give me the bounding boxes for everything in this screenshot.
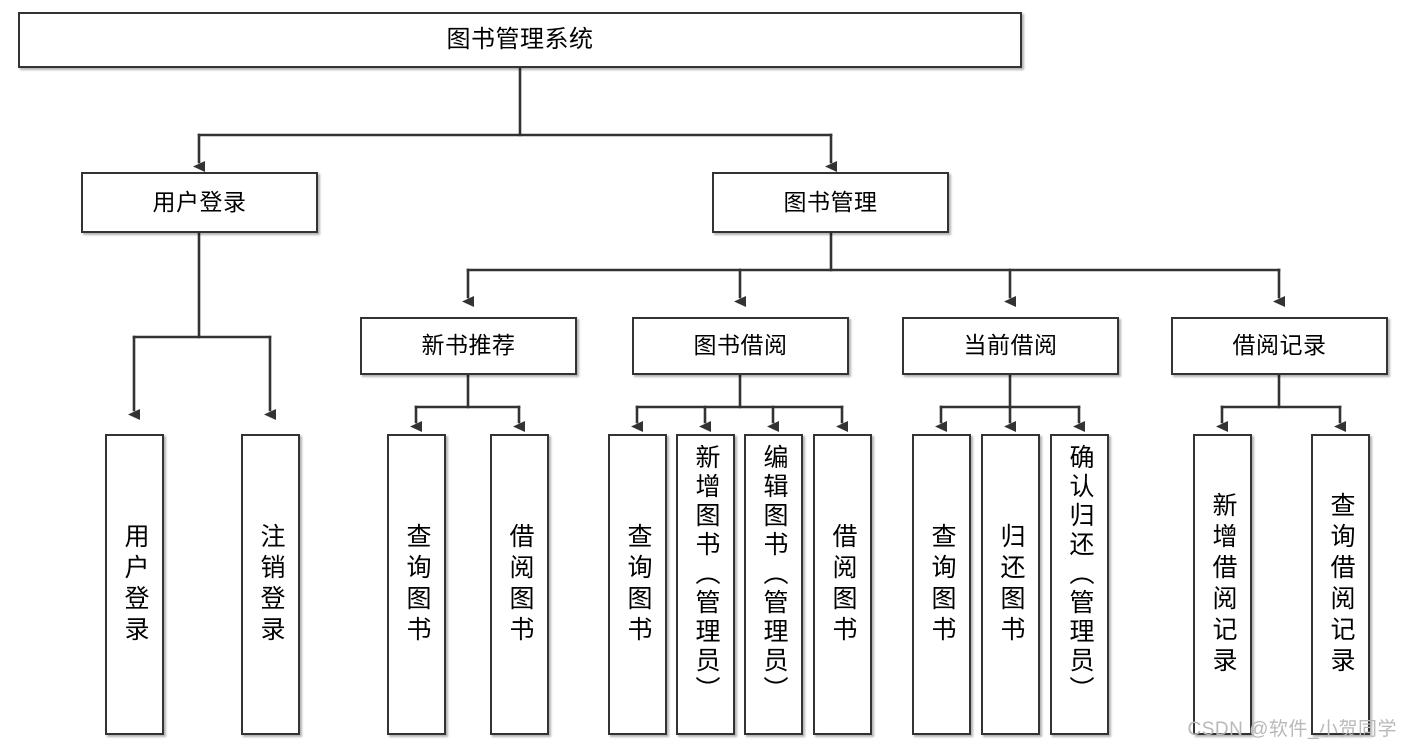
node-book-borrow-label: 图书借阅 bbox=[693, 332, 788, 359]
leaf-borrow-book-2[interactable]: 借阅图书 bbox=[813, 434, 872, 735]
leaf-borrow-book-1[interactable]: 借阅图书 bbox=[490, 434, 549, 735]
node-book-borrow[interactable]: 图书借阅 bbox=[632, 317, 849, 375]
node-borrow-record[interactable]: 借阅记录 bbox=[1171, 317, 1388, 375]
node-book-manage[interactable]: 图书管理 bbox=[712, 172, 949, 233]
leaf-add-book[interactable]: 新增图书（管理员） bbox=[676, 434, 735, 735]
leaf-query-book-2[interactable]: 查询图书 bbox=[608, 434, 667, 735]
leaf-add-book-label: 新增图书（管理员） bbox=[692, 444, 720, 705]
leaf-add-record-label: 新增借阅记录 bbox=[1209, 491, 1237, 678]
leaf-edit-book-label: 编辑图书（管理员） bbox=[760, 444, 788, 705]
node-user-login-label: 用户登录 bbox=[152, 188, 247, 215]
leaf-query-book-3-label: 查询图书 bbox=[928, 522, 956, 647]
leaf-user-login-label: 用户登录 bbox=[121, 522, 149, 647]
leaf-logout-label: 注销登录 bbox=[257, 522, 285, 647]
leaf-add-record[interactable]: 新增借阅记录 bbox=[1193, 434, 1252, 735]
node-new-book-rec-label: 新书推荐 bbox=[421, 332, 516, 359]
leaf-return-book-label: 归还图书 bbox=[997, 522, 1025, 647]
node-book-manage-label: 图书管理 bbox=[783, 188, 878, 215]
leaf-logout[interactable]: 注销登录 bbox=[241, 434, 300, 735]
leaf-query-book-1-label: 查询图书 bbox=[403, 522, 431, 647]
leaf-edit-book[interactable]: 编辑图书（管理员） bbox=[744, 434, 803, 735]
node-new-book-rec[interactable]: 新书推荐 bbox=[360, 317, 577, 375]
leaf-borrow-book-2-label: 借阅图书 bbox=[829, 522, 857, 647]
leaf-borrow-book-1-label: 借阅图书 bbox=[506, 522, 534, 647]
leaf-query-book-1[interactable]: 查询图书 bbox=[387, 434, 446, 735]
leaf-query-record-label: 查询借阅记录 bbox=[1327, 491, 1355, 678]
node-user-login[interactable]: 用户登录 bbox=[81, 172, 318, 233]
leaf-confirm-return[interactable]: 确认归还（管理员） bbox=[1050, 434, 1109, 735]
csdn-watermark: CSDN @软件_小贺同学 bbox=[1187, 719, 1397, 740]
leaf-query-record[interactable]: 查询借阅记录 bbox=[1311, 434, 1370, 735]
node-root-label: 图书管理系统 bbox=[446, 25, 594, 53]
node-current-borrow[interactable]: 当前借阅 bbox=[902, 317, 1119, 375]
leaf-query-book-2-label: 查询图书 bbox=[624, 522, 652, 647]
leaf-return-book[interactable]: 归还图书 bbox=[981, 434, 1040, 735]
leaf-query-book-3[interactable]: 查询图书 bbox=[912, 434, 971, 735]
node-borrow-record-label: 借阅记录 bbox=[1232, 332, 1327, 359]
node-current-borrow-label: 当前借阅 bbox=[963, 332, 1058, 359]
leaf-user-login[interactable]: 用户登录 bbox=[105, 434, 164, 735]
node-root[interactable]: 图书管理系统 bbox=[18, 12, 1022, 68]
leaf-confirm-return-label: 确认归还（管理员） bbox=[1066, 444, 1094, 705]
